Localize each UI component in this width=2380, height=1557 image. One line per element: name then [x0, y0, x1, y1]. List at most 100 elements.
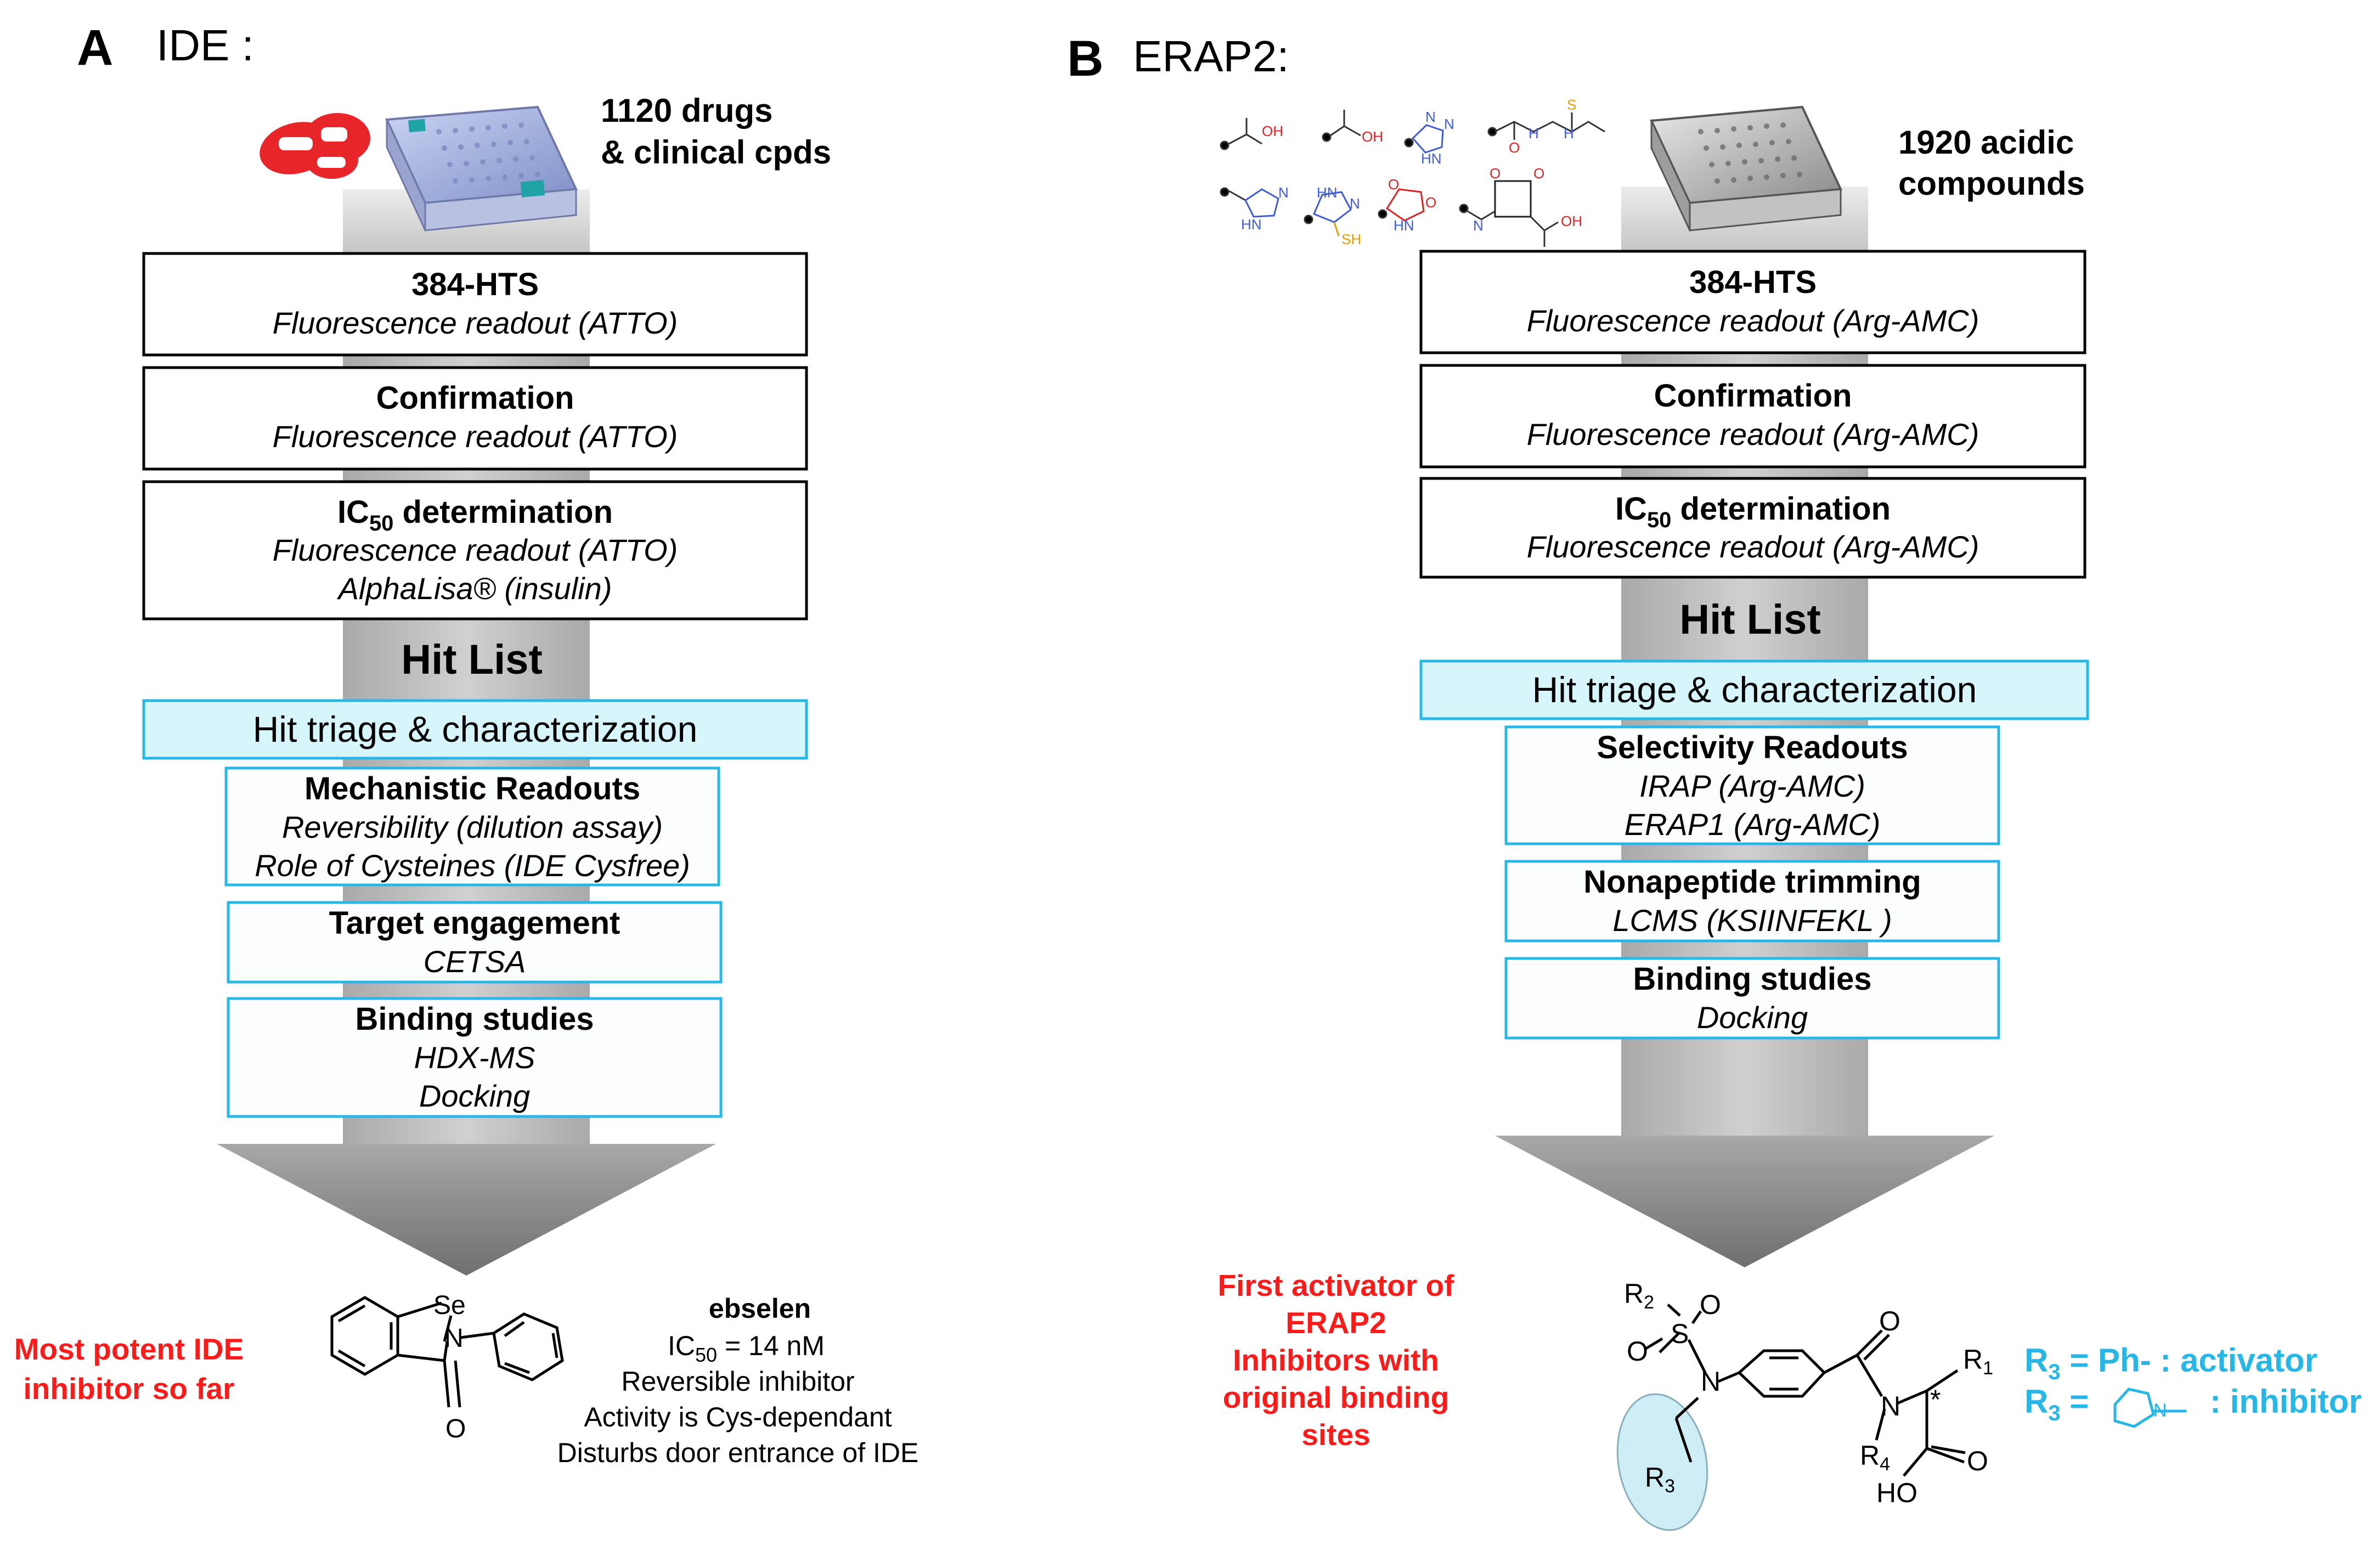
triage-a-label: Hit triage & characterization	[253, 709, 698, 749]
char-a-target-title: Target engagement	[329, 905, 621, 941]
svg-text:OH: OH	[1262, 123, 1283, 139]
svg-text:N: N	[1473, 217, 1484, 234]
char-b-selectivity-line-1: IRAP (Arg-AMC)	[1639, 769, 1865, 803]
step-box-b-hts: 384-HTS Fluorescence readout (Arg-AMC)	[1419, 250, 2086, 354]
svg-text:OH: OH	[1561, 213, 1582, 229]
char-a-mechanistic-line-1: Reversibility (dilution assay)	[282, 810, 663, 844]
library-b-line-2: compounds	[1898, 165, 2085, 202]
panel-b-letter: B	[1067, 31, 1103, 87]
compound-line-3: Disturbs door entrance of IDE	[557, 1437, 919, 1468]
char-b-trimming-line-1: LCMS (KSIINFEKL )	[1612, 903, 1892, 938]
char-b-selectivity-title: Selectivity Readouts	[1597, 730, 1908, 765]
char-b-binding-title: Binding studies	[1633, 961, 1872, 997]
hit-list-a: Hit List	[401, 636, 543, 683]
char-a-mechanistic-title: Mechanistic Readouts	[304, 771, 640, 806]
svg-text:*: *	[1930, 1384, 1941, 1415]
erap2-scaffold-atoms: R2 O S O N O N R4 R1 * O HO R3	[1624, 1278, 1993, 1508]
compound-ic50: IC50 = 14 nM	[668, 1330, 825, 1366]
svg-text:H: H	[1529, 125, 1539, 142]
ebselen-atom-n: N	[444, 1324, 464, 1353]
svg-text:O: O	[1700, 1289, 1721, 1320]
char-box-b-binding: Binding studies Docking	[1504, 957, 2000, 1040]
char-box-b-selectivity: Selectivity Readouts IRAP (Arg-AMC) ERAP…	[1504, 725, 2000, 845]
step-a-confirmation-title: Confirmation	[376, 380, 574, 416]
svg-text:O: O	[1490, 165, 1501, 182]
result-note-b-line-5: sites	[1301, 1418, 1370, 1452]
svg-text:N: N	[1350, 195, 1360, 212]
svg-text:N: N	[1701, 1366, 1721, 1397]
library-b-line-1: 1920 acidic	[1898, 124, 2074, 161]
svg-text:HO: HO	[1876, 1477, 1917, 1508]
ebselen-structure	[330, 1296, 564, 1408]
step-a-hts-title: 384-HTS	[411, 267, 539, 302]
compound-name: ebselen	[709, 1293, 811, 1324]
char-a-binding-line-1: HDX-MS	[414, 1040, 535, 1075]
funnel-arrow-a	[217, 1144, 716, 1276]
result-note-a-line-2: inhibitor so far	[24, 1372, 235, 1406]
step-b-hts-readout: Fluorescence readout (Arg-AMC)	[1527, 303, 1979, 338]
svg-text:O: O	[1425, 194, 1436, 211]
svg-text:R1: R1	[1963, 1344, 1993, 1379]
svg-text:R2: R2	[1624, 1278, 1654, 1313]
char-a-binding-title: Binding studies	[356, 1001, 594, 1037]
panel-a-letter: A	[77, 20, 113, 76]
r3-inhibitor-text: : inhibitor	[2210, 1383, 2362, 1420]
compound-line-1: Reversible inhibitor	[621, 1366, 854, 1397]
step-a-confirmation-readout: Fluorescence readout (ATTO)	[273, 419, 678, 454]
char-a-binding-line-2: Docking	[419, 1079, 530, 1113]
step-box-b-ic50: IC50 determination Fluorescence readout …	[1419, 477, 2086, 579]
char-b-binding-line-1: Docking	[1697, 1000, 1808, 1035]
panel-a-title: IDE :	[156, 21, 254, 70]
r3-activator-label: R3 = Ph- : activator	[2024, 1342, 2317, 1384]
erap2-scaffold-structure	[1645, 1304, 1966, 1477]
ebselen-atom-o: O	[445, 1414, 466, 1443]
char-b-trimming-title: Nonapeptide trimming	[1583, 864, 1921, 900]
svg-text:N: N	[1881, 1391, 1900, 1421]
svg-text:S: S	[1671, 1318, 1689, 1349]
char-box-a-binding: Binding studies HDX-MS Docking	[227, 997, 723, 1118]
result-note-b-line-3: Inhibitors with	[1233, 1343, 1439, 1377]
step-b-confirmation-readout: Fluorescence readout (Arg-AMC)	[1527, 417, 1979, 452]
acidic-fragments	[1220, 110, 1605, 247]
step-a-ic50-title: IC50 determination	[337, 494, 613, 535]
compound-line-2: Activity is Cys-dependant	[584, 1402, 892, 1432]
pyrrolidine-icon	[2113, 1387, 2186, 1428]
char-box-a-mechanistic: Mechanistic Readouts Reversibility (dilu…	[224, 766, 720, 887]
step-b-ic50-title: IC50 determination	[1615, 491, 1891, 532]
step-b-confirmation-title: Confirmation	[1654, 378, 1852, 414]
svg-text:H: H	[1564, 125, 1574, 142]
char-b-selectivity-line-2: ERAP1 (Arg-AMC)	[1625, 807, 1881, 842]
svg-text:HN: HN	[1317, 184, 1338, 201]
svg-text:O: O	[1533, 165, 1544, 182]
svg-text:N: N	[1278, 184, 1289, 201]
char-a-target-line-1: CETSA	[424, 944, 526, 979]
svg-text:O: O	[1509, 139, 1520, 156]
svg-text:N: N	[1444, 116, 1454, 132]
ebselen-atom-se: Se	[433, 1291, 466, 1320]
svg-text:N: N	[1425, 109, 1436, 125]
result-note-b-line-4: original binding	[1223, 1380, 1449, 1414]
svg-text:O: O	[1879, 1306, 1900, 1336]
triage-box-a: Hit triage & characterization	[142, 699, 808, 760]
pills-icon	[260, 113, 370, 179]
svg-text:R4: R4	[1860, 1440, 1890, 1475]
char-a-mechanistic-line-2: Role of Cysteines (IDE Cysfree)	[255, 848, 690, 883]
step-b-hts-title: 384-HTS	[1689, 264, 1817, 300]
step-b-ic50-readout-1: Fluorescence readout (Arg-AMC)	[1527, 529, 1979, 564]
triage-b-label: Hit triage & characterization	[1532, 669, 1977, 710]
svg-text:HN: HN	[1421, 150, 1442, 167]
step-box-a-ic50: IC50 determination Fluorescence readout …	[142, 480, 808, 620]
svg-text:SH: SH	[1341, 231, 1361, 247]
result-note-a-line-1: Most potent IDE	[14, 1332, 244, 1366]
result-note-b-line-1: First activator of	[1218, 1268, 1455, 1302]
r3-highlight-ellipse	[1616, 1393, 1708, 1531]
funnel-arrow-b	[1495, 1136, 1994, 1267]
panel-b-title: ERAP2:	[1133, 32, 1289, 81]
svg-text:O: O	[1967, 1446, 1988, 1476]
svg-text:O: O	[1388, 176, 1399, 193]
triage-box-b: Hit triage & characterization	[1419, 659, 2089, 720]
microplate-icon-b	[1649, 105, 1843, 232]
step-a-ic50-readout-2: AlphaLisa® (insulin)	[337, 571, 612, 606]
step-a-ic50-readout-1: Fluorescence readout (ATTO)	[273, 533, 678, 567]
